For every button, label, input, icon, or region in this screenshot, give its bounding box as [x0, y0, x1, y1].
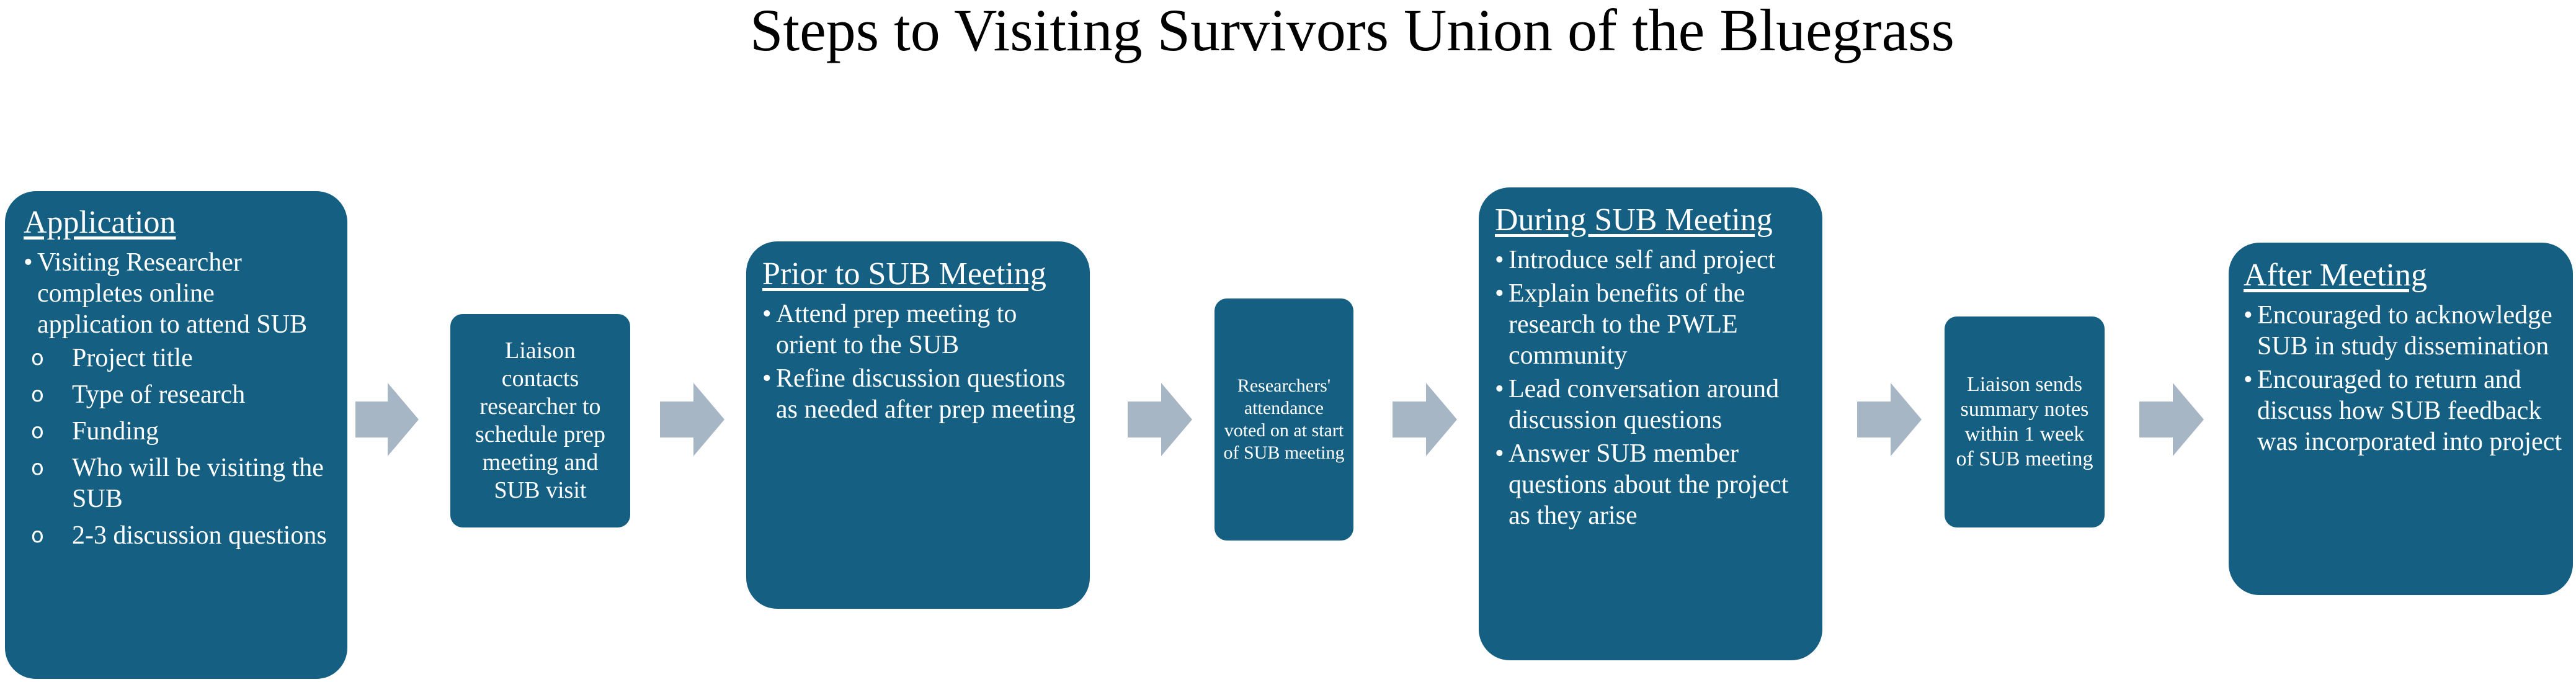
- during-meeting-heading: During SUB Meeting: [1495, 202, 1773, 238]
- summary-notes-text: Liaison sends summary notes within 1 wee…: [1956, 373, 2093, 470]
- prior-meeting-box: Prior to SUB Meeting •Attend prep meetin…: [746, 241, 1090, 609]
- prior-meeting-bullet: •Refine discussion questions as needed a…: [762, 364, 1076, 424]
- prior-meeting-heading: Prior to SUB Meeting: [762, 256, 1046, 292]
- arrow-right-icon: [660, 383, 724, 456]
- during-meeting-bullet: •Introduce self and project: [1495, 246, 1776, 274]
- application-heading: Application: [24, 205, 176, 240]
- during-meeting-bullet: •Lead conversation around discussion que…: [1495, 375, 1780, 434]
- bullet-glyph: •: [24, 248, 33, 277]
- arrow-right-icon: [355, 383, 419, 456]
- during-meeting-box: During SUB Meeting •Introduce self and p…: [1479, 187, 1822, 660]
- arrow-right-icon: [2139, 383, 2204, 456]
- after-meeting-bullets: •Encouraged to acknowledge SUB in study …: [2244, 300, 2565, 457]
- after-meeting-bullet: •Encouraged to acknowledge SUB in study …: [2244, 301, 2552, 361]
- during-meeting-bullet: •Explain benefits of the research to the…: [1495, 279, 1745, 370]
- arrow-right-icon: [1128, 383, 1192, 456]
- application-box: Application • Visiting Researcher comple…: [5, 191, 347, 679]
- after-meeting-box: After Meeting •Encouraged to acknowledge…: [2229, 243, 2573, 595]
- during-meeting-bullets: •Introduce self and project •Explain ben…: [1495, 245, 1814, 531]
- after-meeting-heading: After Meeting: [2244, 258, 2428, 293]
- arrow-right-icon: [1393, 383, 1457, 456]
- after-meeting-bullet: •Encouraged to return and discuss how SU…: [2244, 366, 2562, 456]
- during-meeting-bullet: •Answer SUB member questions about the p…: [1495, 439, 1789, 530]
- arrow-right-icon: [1857, 383, 1922, 456]
- attendance-vote-text: Researchers' attendance voted on at star…: [1223, 375, 1345, 463]
- attendance-vote-box: Researchers' attendance voted on at star…: [1214, 298, 1353, 541]
- prior-meeting-bullets: •Attend prep meeting to orient to the SU…: [762, 298, 1079, 425]
- application-bullet: • Visiting Researcher completes online a…: [24, 248, 308, 339]
- diagram-title: Steps to Visiting Survivors Union of the…: [750, 0, 1954, 63]
- liaison-contact-text: Liaison contacts researcher to schedule …: [475, 338, 605, 503]
- liaison-contact-box: Liaison contacts researcher to schedule …: [450, 314, 630, 527]
- summary-notes-box: Liaison sends summary notes within 1 wee…: [1945, 316, 2105, 527]
- application-bullets: • Visiting Researcher completes online a…: [24, 247, 336, 340]
- prior-meeting-bullet: •Attend prep meeting to orient to the SU…: [762, 300, 1017, 359]
